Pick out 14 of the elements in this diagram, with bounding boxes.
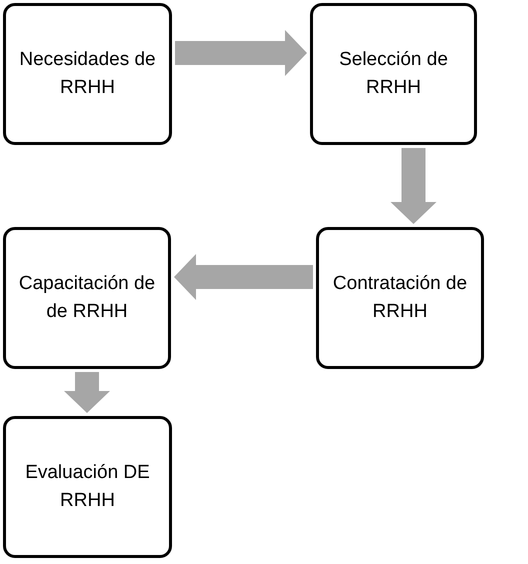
process-box: [3, 227, 171, 369]
block-arrow: [64, 372, 110, 413]
box-label: Selección de RRHH: [338, 48, 449, 100]
process-box: [316, 227, 484, 369]
block-arrow: [175, 30, 307, 76]
process-box: [310, 3, 477, 145]
box-label: Capacitación de de RRHH: [18, 272, 156, 324]
box-label: Contratación de RRHH: [332, 272, 468, 324]
box-label: Evaluación DE RRHH: [24, 461, 151, 513]
block-arrow: [174, 254, 313, 300]
box-label: Necesidades de RRHH: [18, 48, 157, 100]
block-arrow: [390, 148, 436, 224]
process-box: [3, 416, 172, 558]
process-box: [3, 3, 172, 145]
